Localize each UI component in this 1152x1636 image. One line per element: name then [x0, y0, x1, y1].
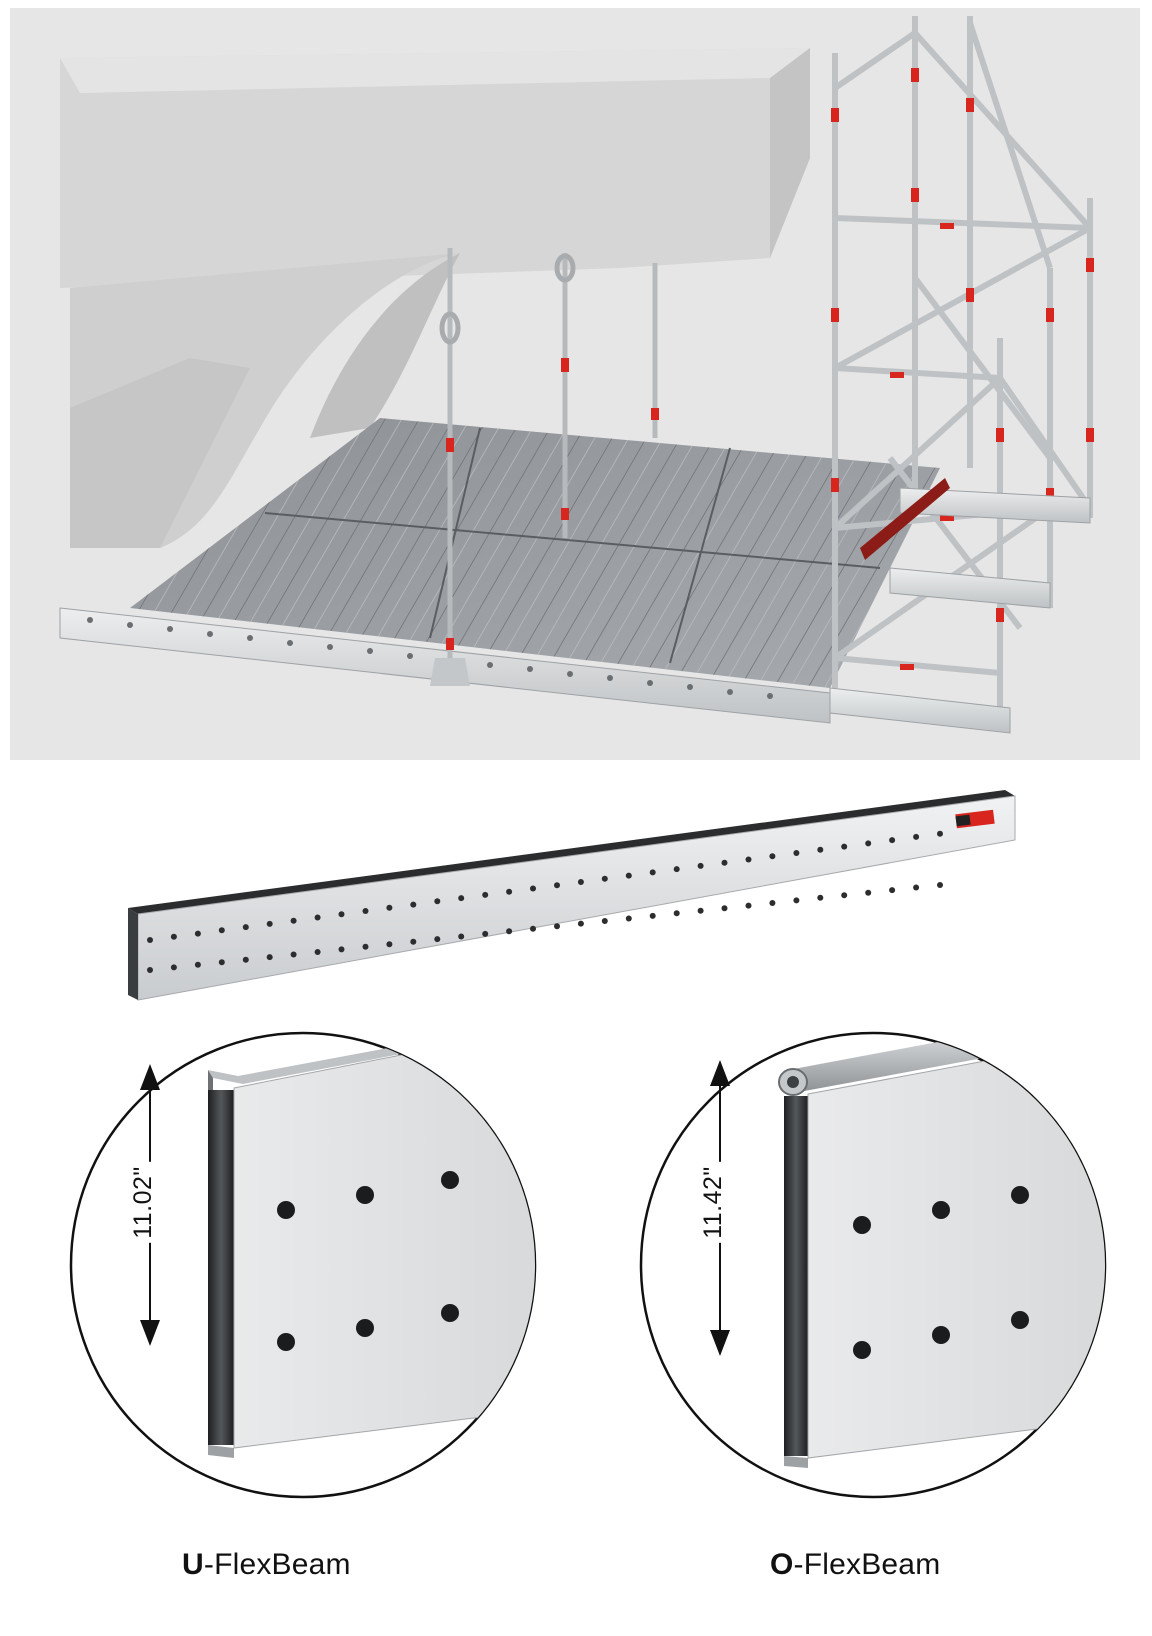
- beam-hole: [362, 908, 369, 914]
- beam-hole: [554, 923, 560, 930]
- u-flexbeam-caption: U-FlexBeam: [182, 1548, 351, 1582]
- beam-hole: [314, 949, 321, 955]
- beam-hole: [482, 930, 489, 937]
- u-flexbeam-prefix: U: [182, 1548, 204, 1581]
- u-flexbeam-height-label: 11.02": [128, 1162, 158, 1243]
- beam-hole: [577, 920, 584, 927]
- beam-hole: [841, 843, 848, 850]
- beam-hole: [793, 850, 800, 856]
- beam-hole: [673, 910, 680, 917]
- beam-hole: [266, 954, 273, 961]
- beam-hole: [865, 840, 872, 847]
- beam-hole: [266, 920, 273, 927]
- beam-hole: [697, 907, 704, 914]
- o-flexbeam-detail: 11.42": [638, 1030, 1108, 1500]
- platform-deck: [130, 418, 940, 688]
- beam-hole: [338, 911, 345, 918]
- beam-hole: [625, 915, 632, 922]
- beam-hole: [147, 937, 153, 943]
- u-flexbeam-detail: 11.02": [68, 1030, 538, 1500]
- platform-scene-illustration: [10, 8, 1140, 760]
- beam-hole: [506, 888, 513, 895]
- beam-hole: [625, 872, 632, 879]
- beam-hole: [865, 889, 872, 896]
- beam-hole: [362, 943, 369, 950]
- beam-hole: [601, 875, 608, 882]
- o-flexbeam-caption: O-FlexBeam: [770, 1548, 940, 1582]
- beam-hole: [697, 862, 704, 869]
- beam-hole: [434, 898, 441, 905]
- beam-hole: [147, 967, 153, 973]
- beam-hole: [170, 964, 177, 971]
- beam-hole: [817, 846, 824, 853]
- beam-hole: [194, 961, 201, 968]
- beam-hole: [482, 891, 489, 898]
- beam-hole: [218, 959, 225, 966]
- flexbeam-illustration: [120, 790, 1070, 1040]
- beam-hole: [170, 933, 177, 940]
- beam-hole: [649, 869, 656, 876]
- beam-hole: [745, 856, 752, 863]
- concrete-girder: [60, 48, 810, 548]
- o-flexbeam-name: -FlexBeam: [793, 1548, 941, 1581]
- scaffold-tower: [832, 16, 1093, 723]
- beam-hole: [554, 882, 560, 889]
- beam-hole: [673, 866, 680, 873]
- beam-hole: [530, 925, 536, 932]
- o-flexbeam-height-label: 11.42": [698, 1162, 728, 1243]
- beam-hole: [530, 885, 536, 892]
- beam-hole: [745, 902, 752, 909]
- beam-hole: [841, 892, 848, 899]
- beam-hole: [889, 837, 896, 844]
- beam-hole: [386, 941, 393, 948]
- beam-hole: [290, 951, 297, 958]
- beam-hole: [218, 927, 225, 934]
- beam-hole: [937, 882, 943, 888]
- beam-hole: [434, 936, 441, 943]
- beam-hole: [338, 946, 345, 953]
- beam-hole: [410, 938, 417, 945]
- beam-hole: [386, 904, 393, 911]
- beam-hole: [242, 924, 249, 931]
- beam-hole: [290, 917, 297, 924]
- beam-hole: [506, 928, 513, 935]
- beam-hole: [194, 930, 201, 937]
- beam-hole: [721, 859, 728, 866]
- beam-hole: [769, 853, 776, 860]
- beam-hole: [242, 956, 249, 963]
- beam-hole: [817, 894, 824, 901]
- o-flexbeam-prefix: O: [770, 1548, 794, 1581]
- beam-hole: [649, 912, 656, 919]
- beam-hole: [601, 918, 608, 924]
- beam-hole: [937, 830, 943, 837]
- beam-hole: [410, 901, 417, 908]
- beam-hole: [889, 887, 896, 894]
- beam-hole: [458, 933, 465, 940]
- beam-hole: [913, 884, 920, 891]
- beam-hole: [577, 879, 584, 885]
- beam-hole: [769, 900, 776, 906]
- beam-hole: [458, 895, 465, 902]
- beam-hole: [314, 914, 321, 921]
- u-flexbeam-name: -FlexBeam: [203, 1548, 351, 1581]
- beam-hole: [721, 905, 728, 912]
- beam-hole: [913, 833, 920, 840]
- beam-hole: [793, 897, 800, 904]
